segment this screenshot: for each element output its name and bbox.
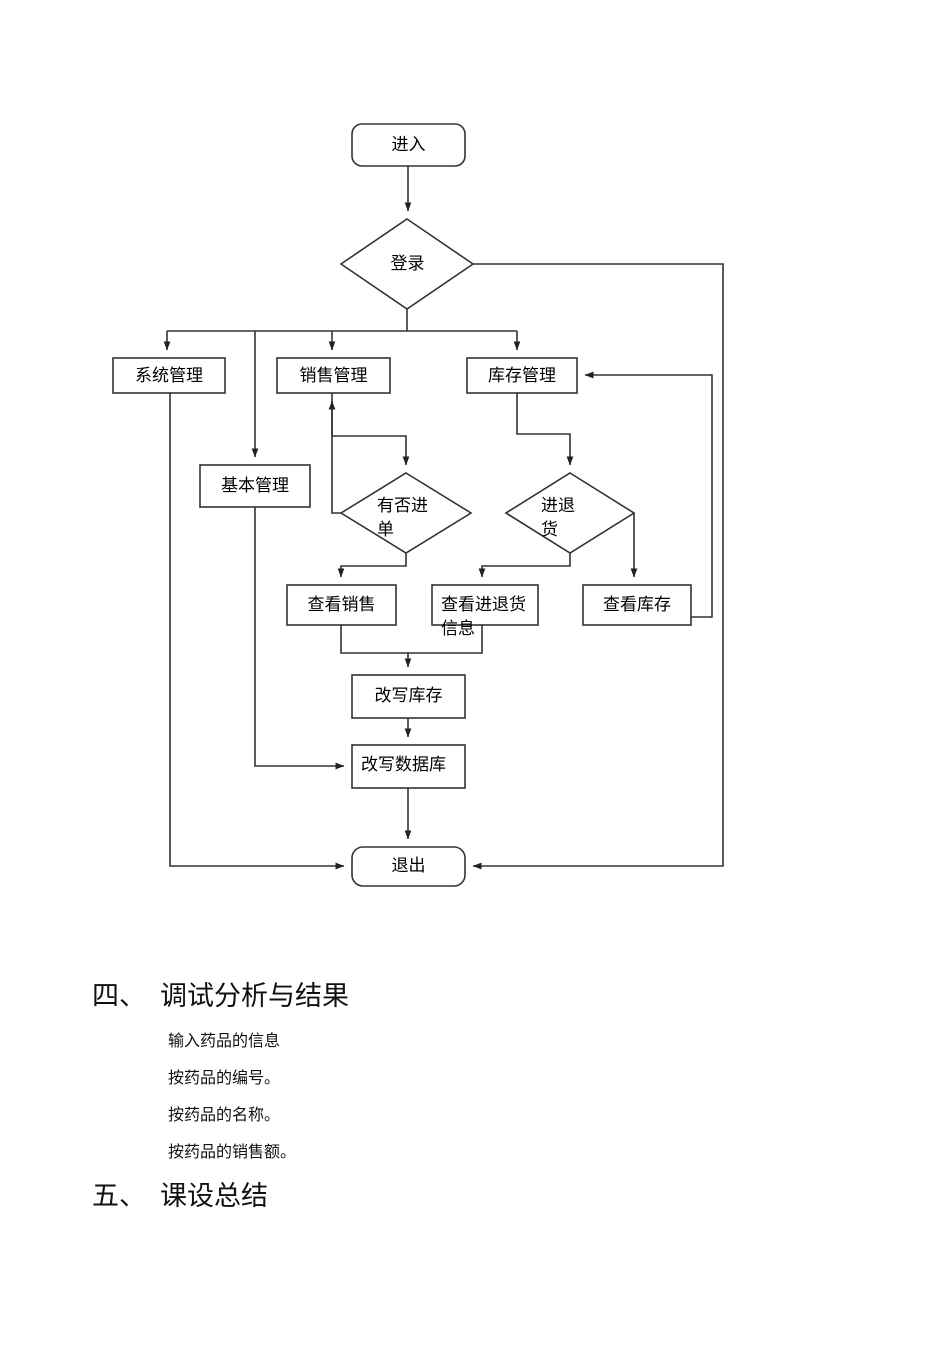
section-5-heading: 五、课设总结 [92, 1180, 268, 1214]
section-4-number: 四、 [92, 981, 146, 1012]
section-4-title: 调试分析与结果 [160, 981, 349, 1012]
edge-login-to-exit [472, 263, 724, 870]
document-text: 四、调试分析与结果 输入药品的信息 按药品的编号。 按药品的名称。 按药品的销售… [0, 940, 950, 1345]
node-exit-shape [351, 846, 466, 887]
edge-in-out-goods-to-view-in-out [478, 553, 571, 578]
section-4-line-3: 按药品的名称。 [168, 1105, 281, 1124]
node-login-shape [339, 218, 475, 310]
node-update-stock-shape [351, 674, 466, 719]
node-start-shape [351, 123, 466, 167]
edge-sys-mgmt-to-exit [169, 393, 345, 870]
section-4-line-1: 输入药品的信息 [168, 1031, 281, 1050]
edge-view-sales-merge [340, 625, 408, 654]
edge-has-order-to-view-sales [337, 553, 407, 578]
edge-view-stock-to-stock-mgmt [584, 371, 713, 618]
node-view-sales-shape [286, 584, 397, 626]
edge-has-order-to-sales-mgmt [328, 400, 341, 514]
node-sys-mgmt-shape [112, 357, 226, 394]
node-basic-mgmt-shape [199, 464, 311, 508]
node-has-order-shape [339, 472, 473, 554]
edge-sales-mgmt-to-has-order [331, 393, 410, 466]
edge-view-in-out-merge [408, 625, 483, 654]
section-5-number: 五、 [92, 1181, 146, 1212]
section-4-line-2: 按药品的编号。 [168, 1068, 281, 1087]
section-4-heading: 四、调试分析与结果 [92, 980, 349, 1014]
node-update-db-shape [351, 744, 466, 789]
flowchart-diagram: 进入 登录 系统管理 销售管理 库存管理 基本管理 有否进单 进退货 查看销售 … [112, 123, 724, 887]
node-sales-mgmt-shape [276, 357, 391, 394]
flowchart-canvas [112, 123, 724, 887]
edge-stock-mgmt-to-in-out-goods [516, 393, 574, 466]
node-view-stock-shape [582, 584, 692, 626]
section-5-title: 课设总结 [160, 1181, 268, 1212]
node-view-in-out-shape [431, 584, 539, 626]
node-stock-mgmt-shape [466, 357, 578, 394]
node-in-out-goods-shape [504, 472, 636, 554]
section-4-line-4: 按药品的销售额。 [168, 1142, 297, 1161]
edge-basic-mgmt-to-update-db [254, 507, 345, 770]
